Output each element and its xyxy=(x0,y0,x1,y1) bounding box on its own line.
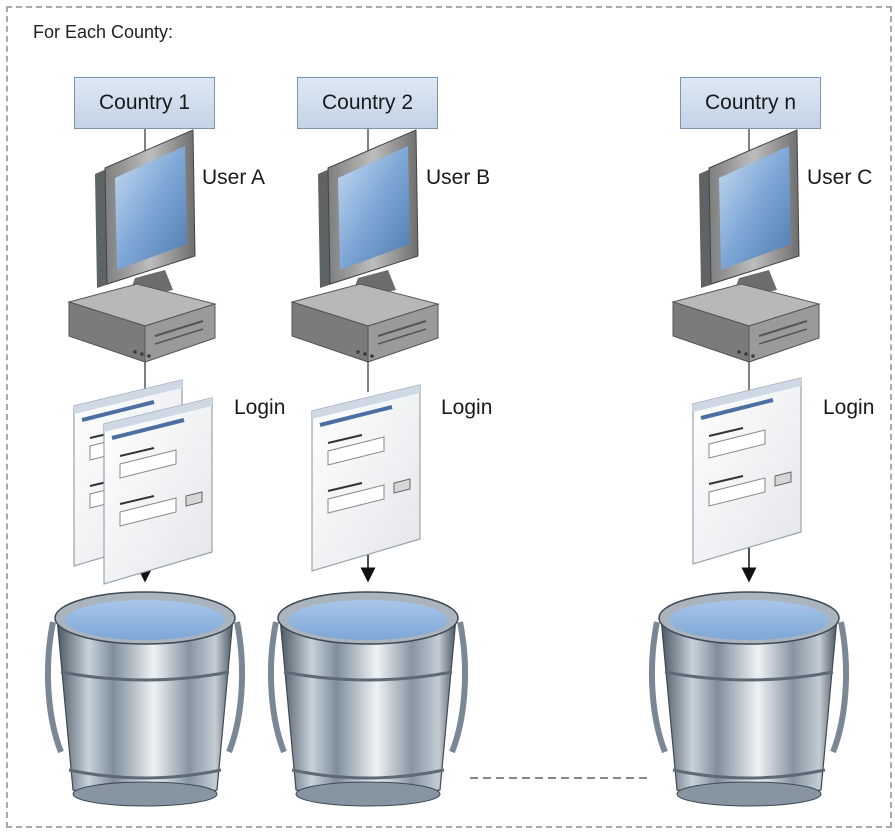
country-label-1: Country 1 xyxy=(98,91,191,114)
diagram-frame xyxy=(6,6,892,828)
login-form-n-icon xyxy=(691,376,803,566)
diagram-heading: For Each County: xyxy=(33,22,174,42)
login-form-2-icon xyxy=(310,383,422,573)
login-label-2: Login xyxy=(441,396,493,419)
country-box-2: Country 2 xyxy=(297,77,438,129)
country-box-1: Country 1 xyxy=(74,77,215,129)
login-label-1: Login xyxy=(234,396,286,419)
computer-user-c-icon xyxy=(672,129,820,363)
user-label-b: User B xyxy=(426,166,491,189)
data-bucket-n-icon xyxy=(652,592,846,806)
country-box-n: Country n xyxy=(680,77,821,129)
login-form-1b-icon xyxy=(102,396,214,586)
computer-user-a-icon xyxy=(68,129,216,363)
data-bucket-1-icon xyxy=(48,592,242,806)
country-label-n: Country n xyxy=(704,91,797,114)
login-label-n: Login xyxy=(823,396,875,419)
data-bucket-2-icon xyxy=(271,592,465,806)
user-label-c: User C xyxy=(807,166,873,189)
user-label-a: User A xyxy=(202,166,266,189)
country-label-2: Country 2 xyxy=(321,91,414,114)
computer-user-b-icon xyxy=(291,129,439,363)
